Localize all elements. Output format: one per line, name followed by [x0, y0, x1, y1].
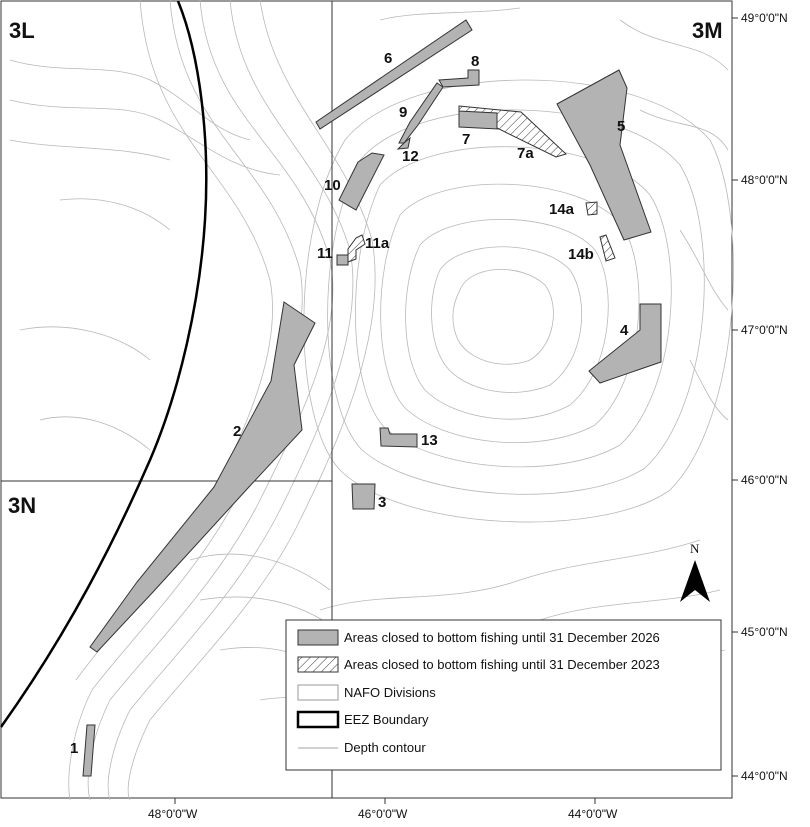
legend-label-eez: EEZ Boundary	[344, 712, 429, 727]
area-3	[351, 483, 376, 510]
legend-swatch-2023	[297, 656, 339, 673]
lat-label: 49°0'0"N	[741, 11, 788, 25]
longitude-axis: 48°0'0"W 46°0'0"W 44°0'0"W	[148, 798, 618, 821]
lon-label: 48°0'0"W	[148, 807, 198, 821]
label-area-1: 1	[70, 740, 78, 757]
north-arrow: N	[680, 541, 710, 602]
label-area-11a: 11a	[365, 235, 390, 252]
label-area-12: 12	[402, 148, 419, 165]
division-label-3n: 3N	[8, 493, 36, 518]
division-label-3l: 3L	[9, 18, 35, 43]
closed-areas-2023	[347, 105, 616, 263]
area-11a	[347, 234, 366, 263]
lat-label: 48°0'0"N	[741, 173, 788, 187]
lon-label: 44°0'0"W	[568, 807, 618, 821]
lon-label: 46°0'0"W	[358, 807, 408, 821]
area-labels: 1 2 3 4 5 6 7 7a 8 9 10 11 11a 12 13 14a…	[70, 50, 629, 757]
area-14b	[599, 234, 616, 262]
area-1	[82, 724, 96, 777]
label-area-10: 10	[324, 177, 341, 194]
area-7a	[458, 105, 567, 158]
label-area-7a: 7a	[517, 145, 534, 162]
area-2	[89, 301, 316, 653]
legend-box	[285, 619, 722, 771]
label-area-3: 3	[378, 494, 386, 511]
lat-label: 47°0'0"N	[741, 323, 788, 337]
area-14a	[585, 201, 598, 216]
latitude-axis: 49°0'0"N 48°0'0"N 47°0'0"N 46°0'0"N 45°0…	[732, 11, 788, 783]
closed-areas-2026	[82, 19, 662, 777]
legend-swatch-2026	[297, 629, 339, 646]
label-area-4: 4	[620, 322, 629, 339]
label-area-9: 9	[399, 104, 407, 121]
area-6	[315, 19, 473, 130]
division-labels: 3L 3M 3N	[8, 18, 723, 518]
label-area-2: 2	[233, 423, 241, 440]
label-area-14b: 14b	[568, 246, 594, 263]
lat-label: 45°0'0"N	[741, 625, 788, 639]
legend-swatch-eez	[296, 710, 340, 729]
lat-label: 44°0'0"N	[741, 769, 788, 783]
label-area-7: 7	[462, 131, 470, 148]
legend-label-2023: Areas closed to bottom fishing until 31 …	[344, 657, 660, 672]
legend-swatch-nafo	[297, 684, 339, 701]
label-area-8: 8	[471, 53, 479, 70]
label-area-5: 5	[617, 118, 625, 135]
area-10	[338, 152, 385, 211]
label-area-11: 11	[317, 245, 333, 262]
area-13	[379, 427, 418, 448]
area-5	[556, 69, 652, 241]
area-4	[588, 303, 662, 384]
lat-label: 46°0'0"N	[741, 473, 788, 487]
label-area-13: 13	[421, 432, 438, 449]
north-arrow-label: N	[690, 541, 700, 556]
legend-label-nafo: NAFO Divisions	[344, 685, 436, 700]
area-12	[396, 136, 411, 150]
legend: Areas closed to bottom fishing until 31 …	[285, 619, 722, 771]
area-11	[336, 254, 349, 266]
eez-boundary	[0, 0, 208, 728]
label-area-14a: 14a	[549, 201, 575, 218]
division-label-3m: 3M	[692, 18, 723, 43]
north-arrow-icon	[680, 560, 710, 602]
legend-label-contour: Depth contour	[344, 740, 426, 755]
label-area-6: 6	[384, 50, 392, 67]
legend-label-2026: Areas closed to bottom fishing until 31 …	[344, 630, 660, 645]
